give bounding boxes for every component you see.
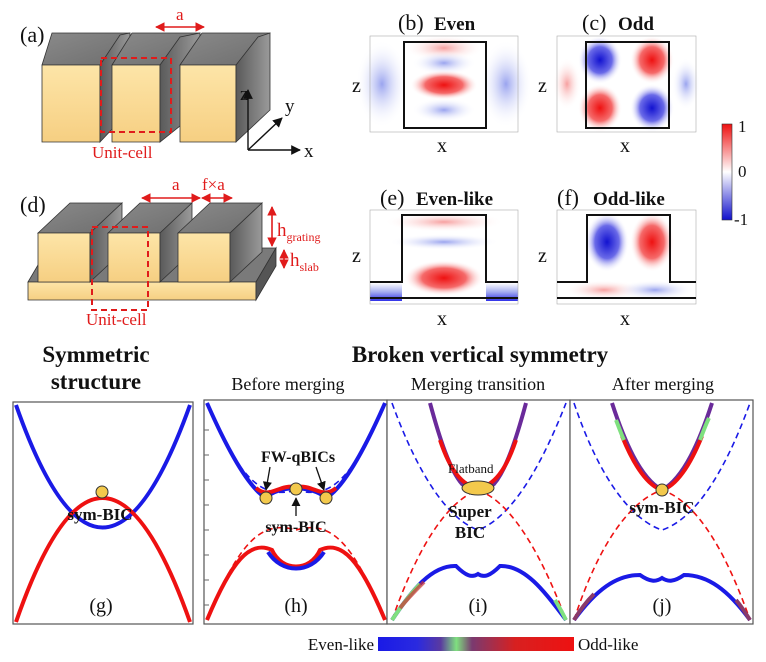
panel-label-f: (f) [557, 185, 579, 210]
panel-label-b: (b) [398, 10, 424, 35]
mode-title-even-like: Even-like [416, 189, 493, 210]
axis-z-label: z [240, 84, 248, 105]
panel-label-e: (e) [380, 185, 404, 210]
title-symmetric-line1: Symmetric [42, 342, 149, 367]
band-panel-i: Flatband Super BIC (i) [386, 399, 571, 625]
even-odd-legend: Even-like Odd-like [308, 635, 639, 654]
mode-title-odd: Odd [618, 14, 654, 35]
axis-z: z [352, 75, 361, 97]
legend-even-like: Even-like [308, 635, 374, 654]
unit-cell-label: Unit-cell [92, 143, 153, 162]
axis-z: z [352, 245, 361, 267]
unit-cell-label-d: Unit-cell [86, 310, 147, 329]
panel-label-a: (a) [20, 22, 44, 47]
legend-gradient [378, 637, 574, 651]
ridge [176, 202, 264, 283]
axis-x: x [437, 135, 447, 157]
grating-outline [585, 41, 670, 129]
legend-odd-like: Odd-like [578, 635, 638, 654]
panel-label-g: (g) [89, 595, 112, 617]
lower-band [205, 545, 387, 621]
axis-x: x [620, 308, 630, 330]
qbic-marker [319, 491, 333, 505]
grating-outline [557, 214, 696, 283]
lower-band [390, 563, 568, 622]
axis-triad: z y x [240, 84, 314, 162]
bic-marker [655, 483, 669, 497]
colorbar-max: 1 [738, 117, 747, 136]
panel-label-d: (d) [20, 192, 46, 217]
label-sym-bic-j: sym-BIC [629, 498, 694, 517]
axis-x: x [620, 135, 630, 157]
slab-side [255, 246, 277, 302]
panel-a-grating: (a) Unit-cell a z y x [20, 5, 314, 162]
grating-outline [370, 214, 518, 283]
grating-bar [179, 32, 271, 143]
label-sym-bic-g: sym-BIC [67, 505, 132, 524]
label-fw-qbics: FW-qBICs [261, 449, 335, 466]
period-label-d: a [172, 175, 180, 194]
axis-x-label: x [304, 141, 314, 162]
mode-title-even: Even [434, 14, 476, 35]
unit-cell-box [100, 57, 172, 133]
colorbar: 1 0 -1 [721, 117, 748, 229]
slab-front [27, 281, 257, 301]
bic-marker [95, 485, 109, 499]
label-super: Super [448, 502, 492, 521]
label-bic: BIC [455, 523, 485, 542]
period-label: a [176, 5, 184, 24]
title-broken-symmetry: Broken vertical symmetry [352, 342, 609, 367]
title-symmetric-line2: structure [51, 369, 141, 394]
panel-label-h: (h) [284, 595, 307, 617]
fill-label: f×a [202, 175, 225, 194]
colorbar-mid: 0 [738, 162, 747, 181]
mode-panel-e-even-like: (e) Even-like z x [352, 185, 519, 330]
qbic-marker [259, 491, 273, 505]
mode-panel-b-even: (b) Even z x [352, 10, 532, 157]
title-before-merging: Before merging [231, 374, 344, 394]
panel-label-c: (c) [582, 10, 606, 35]
axis-y-label: y [285, 96, 295, 117]
axis-z: z [538, 75, 547, 97]
mode-panel-c-odd: (c) Odd z x [538, 10, 700, 157]
band-panel-h: FW-qBICs sym-BIC (h) [203, 399, 388, 625]
h-grating-label: hgrating [277, 220, 321, 244]
panel-label-i: (i) [469, 595, 488, 617]
band-panel-j: sym-BIC (j) [569, 399, 754, 625]
panel-label-j: (j) [653, 595, 672, 617]
grating-outline [403, 41, 487, 129]
axis-x: x [437, 308, 447, 330]
axis-z: z [538, 245, 547, 267]
super-bic-marker [461, 480, 495, 496]
mode-panel-f-odd-like: (f) Odd-like z x [538, 185, 697, 330]
panel-d-grating-slab: (d) Unit-cell a f×a hgrating [20, 175, 321, 329]
band-even [14, 404, 192, 530]
lower-band [572, 572, 752, 622]
h-slab-label: hslab [290, 250, 319, 274]
label-sym-bic-h: sym-BIC [265, 519, 326, 536]
mode-title-odd-like: Odd-like [593, 189, 665, 210]
title-after-merging: After merging [612, 374, 714, 394]
label-flatband: Flatband [448, 461, 494, 476]
colorbar-min: -1 [734, 210, 748, 229]
title-merging-transition: Merging transition [411, 374, 545, 394]
bic-marker [289, 482, 303, 496]
band-panel-g: sym-BIC (g) [12, 401, 194, 625]
